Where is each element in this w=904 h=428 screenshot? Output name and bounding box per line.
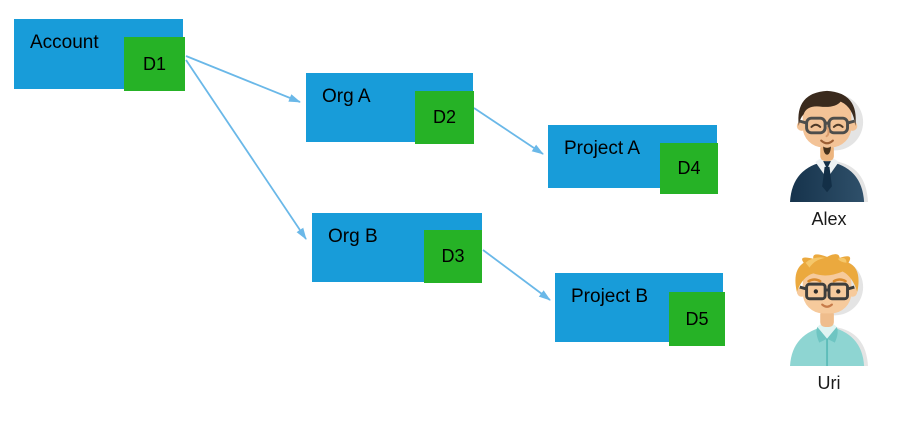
user-alex: Alex [784, 87, 874, 230]
uri-avatar-icon [790, 254, 868, 366]
node-org-a-label: Org A [322, 86, 371, 107]
edge-d1-to-org-b [185, 59, 307, 240]
badge-d5: D5 [669, 292, 725, 346]
badge-d4: D4 [660, 143, 718, 194]
badge-d1: D1 [124, 37, 185, 91]
node-project-b: Project B D5 [555, 273, 725, 346]
edge-d2-to-project-a [473, 107, 544, 155]
edge-d3-to-project-b [482, 249, 551, 301]
alex-avatar-icon [790, 90, 868, 202]
badge-d2: D2 [415, 91, 474, 144]
edge-d1-to-org-a [185, 55, 301, 103]
node-org-a: Org A D2 [306, 73, 474, 144]
user-uri-name: Uri [817, 373, 841, 393]
node-project-a: Project A D4 [548, 125, 718, 194]
node-org-b-label: Org B [328, 226, 378, 247]
user-alex-name: Alex [811, 209, 847, 229]
node-org-b: Org B D3 [312, 213, 482, 283]
node-project-b-label: Project B [571, 286, 649, 307]
node-project-a-label: Project A [564, 138, 641, 159]
badge-d3: D3 [424, 230, 482, 283]
user-uri: Uri [784, 251, 874, 394]
node-account-label: Account [30, 32, 99, 53]
node-account: Account D1 [14, 19, 185, 91]
